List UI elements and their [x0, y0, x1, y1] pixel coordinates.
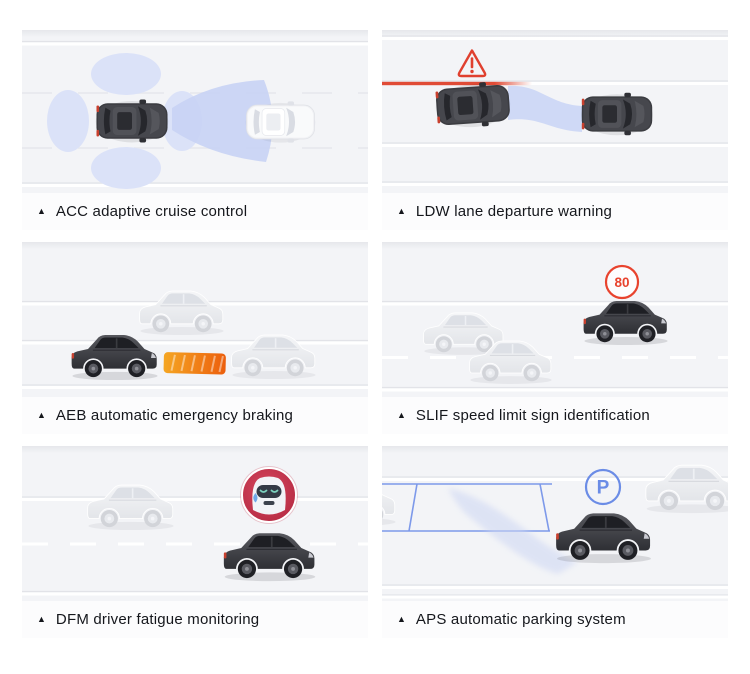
triangle-marker-icon: ▲: [397, 206, 406, 216]
caption-label: DFM driver fatigue monitoring: [55, 611, 260, 628]
caption-label: APS automatic parking system: [415, 611, 626, 628]
triangle-marker-icon: ▲: [397, 614, 406, 624]
feature-caption: ▲ AEB automatic emergency braking: [22, 397, 368, 434]
caption-label: LDW lane departure warning: [415, 203, 613, 220]
lead-car-top: [245, 101, 316, 143]
parking-sign-letter: P: [597, 478, 610, 499]
speed-limit-sign-icon: 80: [604, 264, 640, 300]
feature-card-slif: 80 ▲ SLIF speed limit sign identificatio…: [382, 242, 728, 434]
departure-path: [508, 85, 582, 132]
caption-label: AEB automatic emergency braking: [55, 407, 294, 424]
feature-card-aeb: ▲ AEB automatic emergency braking: [22, 242, 368, 434]
caption-label: ACC adaptive cruise control: [55, 203, 248, 220]
crossed-lane-line: [382, 81, 532, 86]
feature-caption: ▲ LDW lane departure warning: [382, 193, 728, 230]
parking-sign-icon: P: [584, 468, 622, 506]
feature-grid: ▲ ACC adaptive cruise control: [22, 30, 728, 638]
feature-card-aps: P ▲ APS automatic parking system: [382, 446, 728, 638]
triangle-marker-icon: ▲: [37, 410, 46, 420]
feature-caption: ▲ ACC adaptive cruise control: [22, 193, 368, 230]
ldw-illustration: [382, 30, 728, 193]
feature-caption: ▲ DFM driver fatigue monitoring: [22, 601, 368, 638]
feature-caption: ▲ APS automatic parking system: [382, 601, 728, 638]
ego-car-top: [95, 99, 169, 143]
caption-label: SLIF speed limit sign identification: [415, 407, 650, 424]
radar-waves-icon: [47, 53, 273, 189]
speed-limit-value: 80: [614, 275, 629, 290]
acc-illustration: [22, 30, 368, 193]
feature-caption: ▲ SLIF speed limit sign identification: [382, 397, 728, 434]
braking-distance-bar-icon: [163, 352, 226, 375]
dfm-illustration: [22, 446, 368, 601]
triangle-marker-icon: ▲: [397, 410, 406, 420]
feature-card-dfm: ▲ DFM driver fatigue monitoring: [22, 446, 368, 638]
feature-card-ldw: ▲ LDW lane departure warning: [382, 30, 728, 230]
warning-triangle-icon: [457, 49, 487, 78]
corrected-car-top: [581, 92, 653, 136]
triangle-marker-icon: ▲: [37, 614, 46, 624]
fatigue-face-icon: [240, 466, 298, 524]
parking-path: [448, 488, 578, 574]
feature-card-acc: ▲ ACC adaptive cruise control: [22, 30, 368, 230]
aps-illustration: P: [382, 446, 728, 601]
aeb-illustration: [22, 242, 368, 397]
triangle-marker-icon: ▲: [37, 206, 46, 216]
slif-illustration: 80: [382, 242, 728, 397]
